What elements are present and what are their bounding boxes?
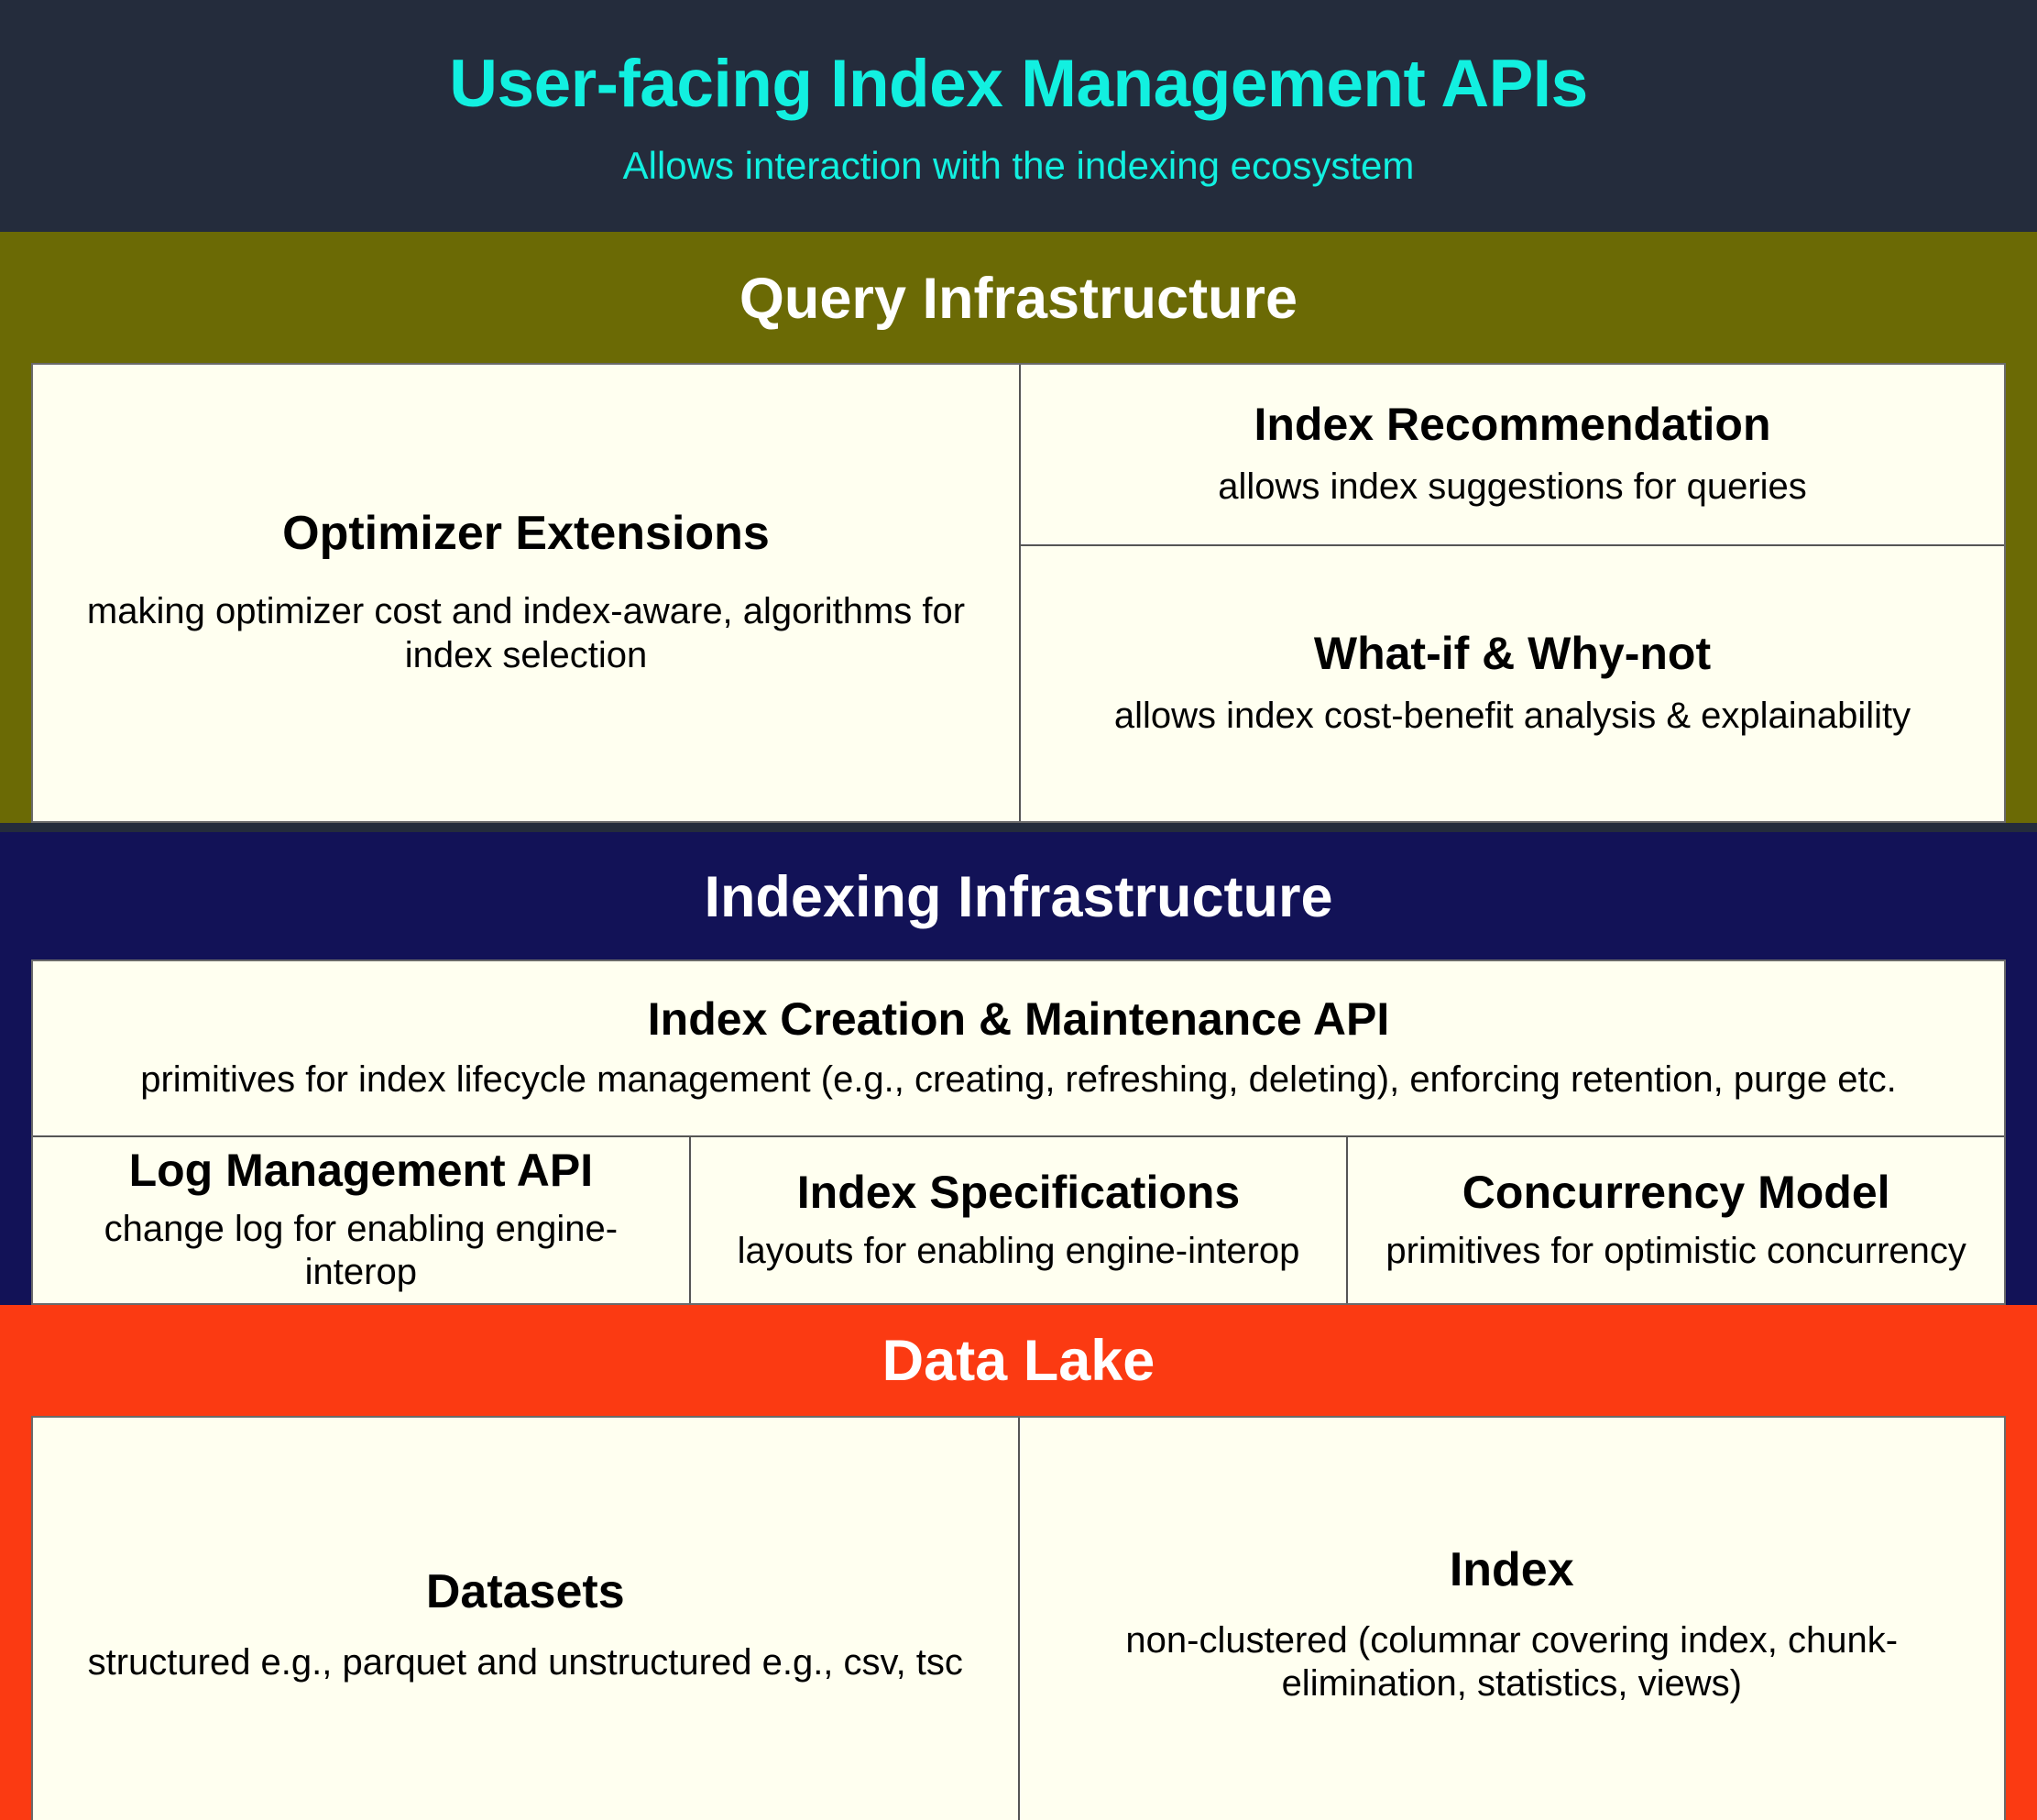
card-title-optimizer-extensions: Optimizer Extensions bbox=[282, 507, 770, 561]
page-title: User-facing Index Management APIs bbox=[449, 47, 1588, 122]
card-index-specifications[interactable]: Index Specifications layouts for enablin… bbox=[688, 1137, 1347, 1304]
section-title-data-lake: Data Lake bbox=[882, 1329, 1155, 1394]
card-desc-datasets: structured e.g., parquet and unstructure… bbox=[87, 1641, 963, 1683]
header-band: User-facing Index Management APIs Allows… bbox=[0, 0, 2037, 232]
query-infrastructure-right-column: Index Recommendation allows index sugges… bbox=[1021, 365, 2004, 821]
card-title-index-specifications: Index Specifications bbox=[796, 1166, 1241, 1218]
card-desc-log-management-api: change log for enabling engine-interop bbox=[104, 1209, 619, 1293]
card-title-datasets: Datasets bbox=[425, 1564, 625, 1618]
card-title-concurrency-model: Concurrency Model bbox=[1462, 1166, 1890, 1218]
section-title-indexing-infrastructure: Indexing Infrastructure bbox=[704, 865, 1333, 929]
card-desc-optimizer-extensions: making optimizer cost and index-aware, a… bbox=[86, 591, 966, 675]
card-desc-what-if-why-not: allows index cost-benefit analysis & exp… bbox=[1113, 695, 1911, 736]
card-title-index-creation-maintenance-api: Index Creation & Maintenance API bbox=[647, 992, 1390, 1045]
card-title-log-management-api: Log Management API bbox=[128, 1145, 594, 1196]
card-desc-concurrency-model: primitives for optimistic concurrency bbox=[1385, 1230, 1966, 1271]
card-desc-index-creation-maintenance-api: primitives for index lifecycle managemen… bbox=[140, 1058, 1897, 1100]
card-desc-index-recommendation: allows index suggestions for queries bbox=[1218, 466, 1807, 507]
card-title-index: Index bbox=[1449, 1543, 1574, 1597]
card-desc-index: non-clustered (columnar covering index, … bbox=[1125, 1620, 1899, 1705]
card-index-creation-maintenance-api[interactable]: Index Creation & Maintenance API primiti… bbox=[33, 961, 2004, 1137]
data-lake-card-area: Datasets structured e.g., parquet and un… bbox=[31, 1416, 2006, 1820]
card-concurrency-model[interactable]: Concurrency Model primitives for optimis… bbox=[1346, 1137, 2004, 1304]
query-infrastructure-card-area: Optimizer Extensions making optimizer co… bbox=[31, 363, 2006, 823]
card-title-what-if-why-not: What-if & Why-not bbox=[1313, 627, 1712, 679]
indexing-infrastructure-bottom-row: Log Management API change log for enabli… bbox=[33, 1137, 2004, 1304]
card-log-management-api[interactable]: Log Management API change log for enabli… bbox=[33, 1137, 689, 1304]
card-desc-index-specifications: layouts for enabling engine-interop bbox=[737, 1230, 1300, 1271]
section-title-query-infrastructure: Query Infrastructure bbox=[739, 267, 1298, 331]
card-index-recommendation[interactable]: Index Recommendation allows index sugges… bbox=[1021, 365, 2004, 546]
section-indexing-infrastructure: Indexing Infrastructure Index Creation &… bbox=[0, 832, 2037, 1306]
card-title-index-recommendation: Index Recommendation bbox=[1254, 398, 1771, 450]
indexing-infrastructure-card-area: Index Creation & Maintenance API primiti… bbox=[31, 959, 2006, 1306]
page-subtitle: Allows interaction with the indexing eco… bbox=[622, 143, 1415, 187]
section-query-infrastructure: Query Infrastructure Optimizer Extension… bbox=[0, 232, 2037, 823]
card-datasets[interactable]: Datasets structured e.g., parquet and un… bbox=[33, 1418, 1018, 1820]
section-separator-strip bbox=[0, 823, 2037, 832]
card-optimizer-extensions[interactable]: Optimizer Extensions making optimizer co… bbox=[33, 365, 1021, 821]
section-data-lake: Data Lake Datasets structured e.g., parq… bbox=[0, 1305, 2037, 1820]
card-index[interactable]: Index non-clustered (columnar covering i… bbox=[1017, 1418, 2004, 1820]
card-what-if-why-not[interactable]: What-if & Why-not allows index cost-bene… bbox=[1021, 546, 2004, 821]
